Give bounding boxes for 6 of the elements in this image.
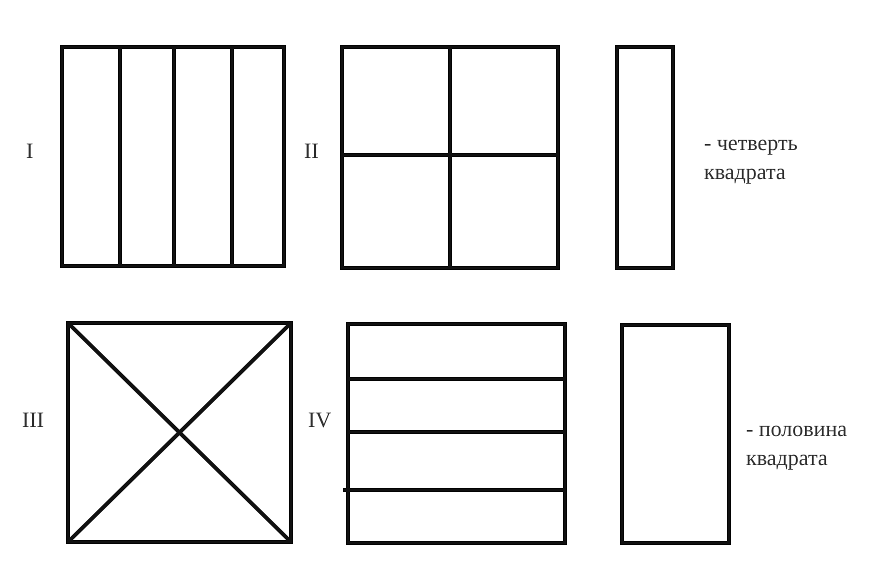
figure-note: - половина квадрата: [746, 415, 848, 472]
figure-number: I: [26, 137, 34, 165]
figure-number: II: [304, 137, 319, 165]
figure-number: III: [22, 406, 44, 434]
figure-number: IV: [308, 406, 332, 434]
figure-note: - четверть квадрата: [704, 129, 799, 186]
